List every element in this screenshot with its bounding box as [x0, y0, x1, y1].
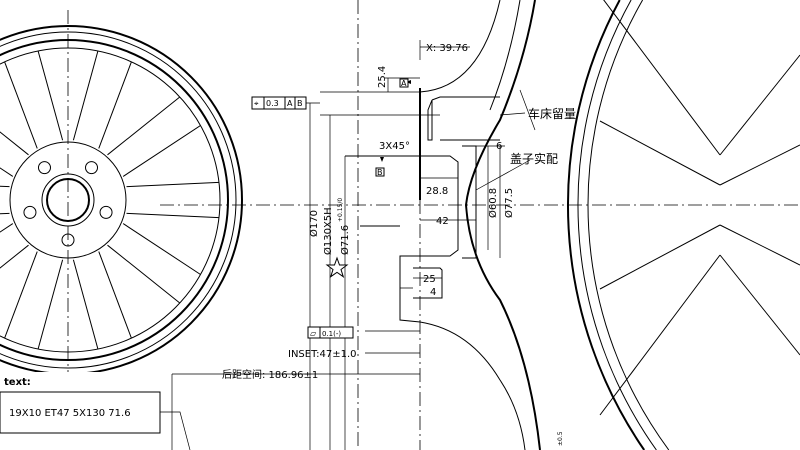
spoke-edge	[122, 125, 201, 177]
spoke-edge-right	[599, 120, 721, 186]
spoke-edge-right	[719, 224, 800, 266]
datum-a-box	[399, 78, 409, 88]
rim-lip-right	[577, 0, 657, 450]
lug-hole	[99, 205, 113, 219]
spec-leader	[160, 411, 191, 450]
position-datum-2: B	[297, 99, 303, 108]
spoke-edge-right	[719, 54, 800, 156]
rim-outer-right	[567, 0, 646, 450]
cap-fit-note: 盖子实配	[510, 151, 558, 166]
position-datum-1: A	[287, 99, 293, 108]
hub-section-view	[160, 0, 800, 450]
critical-feature-star-icon	[325, 256, 349, 278]
pocket-dim-lines	[400, 277, 442, 289]
spoke-profile-inner	[419, 0, 501, 93]
x-offset-dim: X: 39.76	[426, 43, 468, 54]
dia-77-5-dim: Ø77.5	[503, 188, 515, 218]
position-tolerance-value: 0.3	[266, 99, 279, 108]
rim-lip	[0, 31, 237, 369]
backspace-dim: 后距空间: 186.96±1	[222, 368, 318, 381]
height-dim: 25.4	[377, 66, 388, 88]
pcd-dim: Ø130X5H	[322, 207, 334, 255]
offset-dim-lines	[171, 330, 420, 450]
depth-28-8-dim: 28.8	[426, 186, 448, 197]
spoke-edge	[98, 251, 132, 339]
center-bore-tolerance: +0.15/0	[337, 198, 344, 222]
spoke-edge	[4, 251, 38, 339]
lathe-step	[427, 99, 433, 141]
position-icon: ⌖	[254, 99, 259, 108]
dia-60-8-dim: Ø60.8	[487, 188, 499, 218]
spoke-edge	[126, 181, 219, 188]
cap-seat	[462, 145, 477, 259]
datum-b-box	[375, 167, 385, 177]
lug-pocket	[413, 267, 443, 299]
spoke-edge	[72, 259, 99, 350]
dia-dim-lines	[305, 102, 440, 450]
spoke-edge	[122, 223, 201, 275]
inset-dim: INSET:47±1.0	[288, 349, 356, 360]
spec-box	[0, 391, 161, 434]
lathe-allowance-note: 车床留量	[528, 106, 576, 121]
datum-a-label: A	[401, 79, 407, 88]
lug-hole	[61, 233, 75, 247]
spoke-edge	[0, 244, 29, 269]
spoke-edge-right	[599, 224, 721, 290]
spec-value: 19X10 ET47 5X130 71.6	[9, 408, 131, 419]
rim-inner-right	[587, 0, 670, 450]
position-tolerance-frame: ⌖ 0.3 A B	[251, 96, 307, 110]
spoke-edge	[72, 50, 99, 141]
bore-dim-lines	[344, 145, 505, 450]
dia-170-dim: Ø170	[308, 210, 320, 237]
spoke-edge	[126, 212, 219, 219]
spoke-edge-right	[599, 254, 721, 416]
spoke-edge	[37, 259, 64, 350]
center-bore-dim: Ø71.6	[339, 225, 351, 255]
spoke-edge	[4, 61, 38, 149]
lug-hole	[85, 161, 99, 175]
flatness-icon: ▱	[310, 329, 317, 338]
spoke-edge	[0, 185, 10, 188]
spoke-edge	[98, 61, 132, 149]
spoke-edge-right	[603, 0, 721, 156]
wheel-front-view	[0, 10, 243, 400]
width-6-dim: 6	[496, 141, 502, 152]
spoke-profile-outer	[464, 0, 541, 450]
spoke-edge	[37, 50, 64, 141]
flatness-tolerance-frame: ▱ 0.1(-)	[307, 326, 354, 339]
spoke-edge	[0, 131, 29, 156]
edge-tolerance-dim: ±0.5	[557, 431, 564, 446]
lug-hole	[37, 161, 51, 175]
lathe-allowance-boss	[431, 96, 500, 141]
spoke-edge	[107, 96, 181, 156]
spoke-edge	[0, 212, 10, 215]
flatness-tolerance-value: 0.1(-)	[322, 330, 341, 338]
spoke-edge	[107, 244, 181, 304]
datum-b-label: B	[377, 168, 383, 177]
datum-b-marker-icon	[380, 157, 384, 162]
x-dim-line	[419, 40, 470, 60]
spoke-edge-right	[719, 254, 800, 356]
spoke-edge-right	[719, 144, 800, 186]
chamfer-dim: 3X45°	[379, 141, 410, 152]
leader-lines	[475, 89, 536, 191]
spec-label: text:	[4, 377, 31, 388]
width-4-dim: 4	[430, 287, 436, 298]
depth-42-dim: 42	[436, 216, 449, 227]
lug-hole	[23, 205, 37, 219]
wheel-side-view	[567, 0, 800, 450]
width-25-dim: 25	[423, 274, 436, 285]
spoke-profile-mid	[489, 0, 521, 111]
rim-outer	[0, 25, 243, 375]
hub-profile	[345, 155, 526, 450]
height-dim-line	[320, 77, 420, 93]
